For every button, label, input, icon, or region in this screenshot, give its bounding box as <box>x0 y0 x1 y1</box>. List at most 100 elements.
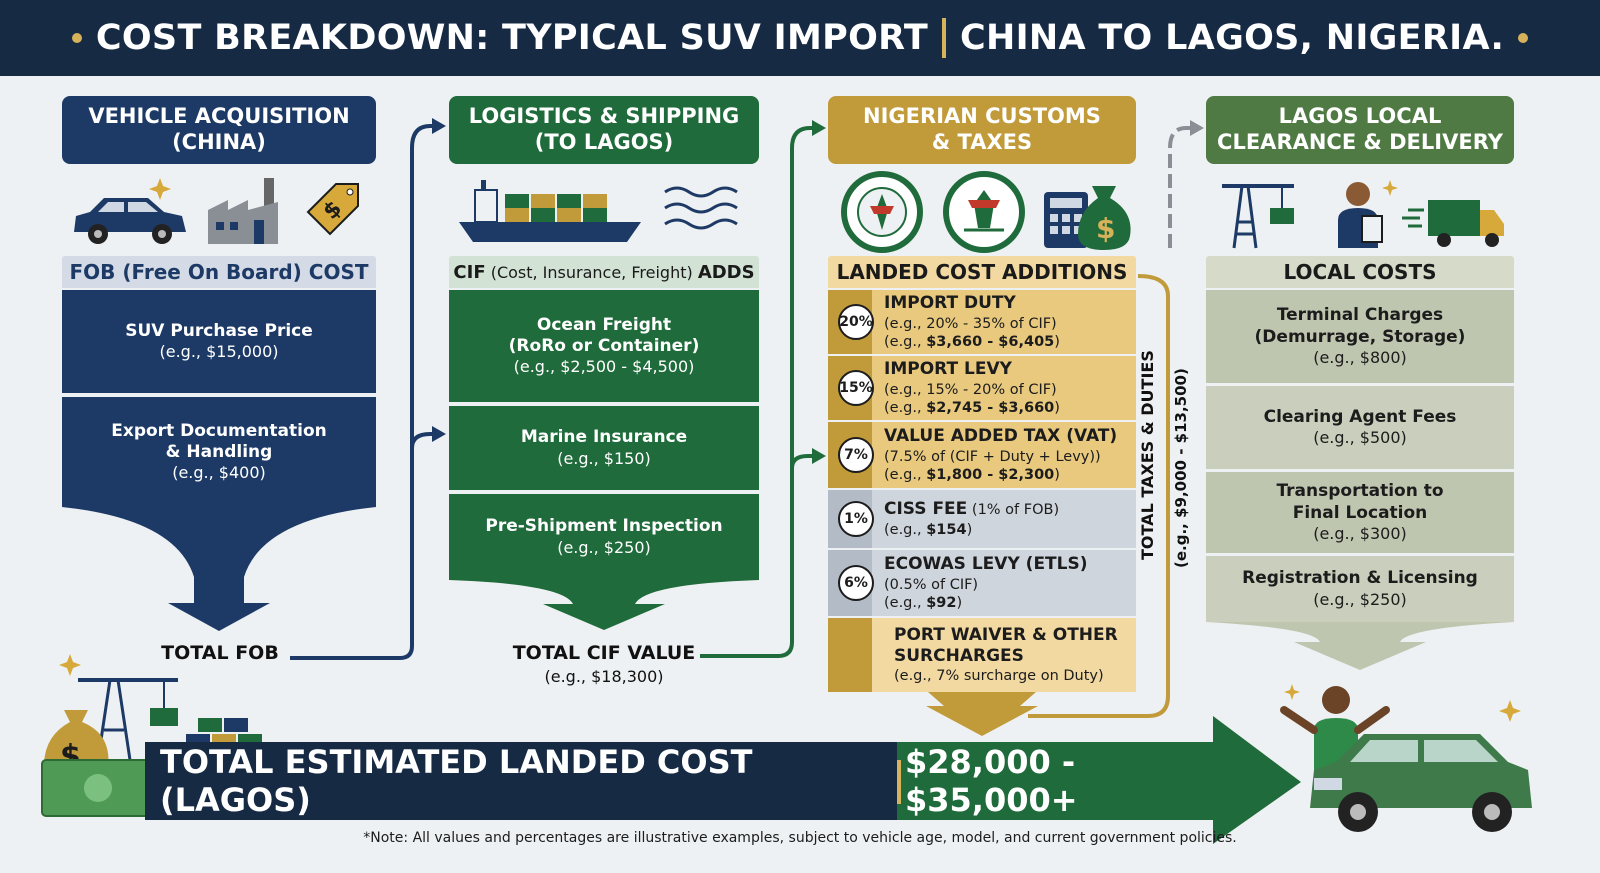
cargo-ship-icon <box>459 180 641 242</box>
acquisition-item-suv-price: SUV Purchase Price (e.g., $15,000) <box>62 290 376 393</box>
tax-row-title: SURCHARGES <box>894 645 1024 666</box>
logistics-icons <box>459 180 738 242</box>
logistics-item-value: (e.g., $150) <box>557 448 651 468</box>
coat-of-arms-icon <box>943 171 1025 253</box>
tax-row-import-duty: 20% IMPORT DUTY (e.g., 20% - 35% of CIF)… <box>828 290 1136 354</box>
total-cif-label: TOTAL CIF VALUE (e.g., $18,300) <box>498 642 710 688</box>
acquisition-item-value: (e.g., $400) <box>172 463 266 483</box>
tax-row-example: (e.g., $2,745 - $3,660) <box>884 399 1060 417</box>
waves-icon <box>664 186 738 230</box>
tax-row-text: ECOWAS LEVY (ETLS) (0.5% of CIF) (e.g., … <box>884 554 1088 612</box>
tax-row-example-pre: (e.g., <box>884 333 927 350</box>
local-item-terminal-charges: Terminal Charges (Demurrage, Storage) (e… <box>1206 290 1514 383</box>
green-suv-icon <box>1310 734 1532 832</box>
logistics-item-value: (e.g., $250) <box>557 537 651 557</box>
logistics-subheader-cif: CIF <box>453 261 486 283</box>
acquisition-item-label: SUV Purchase Price <box>125 320 313 341</box>
money-bag-icon: $ <box>1078 186 1131 250</box>
logistics-funnel-arrow <box>449 580 759 630</box>
local-subheader: LOCAL COSTS <box>1206 256 1514 288</box>
local-item-label: Registration & Licensing <box>1242 568 1478 589</box>
title-dot-right <box>1518 33 1529 43</box>
sparkle-icon <box>149 178 171 200</box>
local-funnel-arrow <box>1206 622 1514 670</box>
tax-row-detail: (0.5% of CIF) <box>884 576 979 593</box>
svg-text:$: $ <box>1096 212 1115 245</box>
tax-row-detail: (7.5% of (CIF + Duty + Levy)) <box>884 448 1101 465</box>
local-item-label: Final Location <box>1292 502 1428 523</box>
tax-row-text: CISS FEE (1% of FOB) (e.g., $154) <box>884 499 1059 538</box>
logistics-subheader: CIF (Cost, Insurance, Freight) ADDS <box>449 256 759 288</box>
acquisition-item-value: (e.g., $15,000) <box>159 342 279 362</box>
acquisition-item-export-docs: Export Documentation & Handling (e.g., $… <box>62 397 376 507</box>
tax-row-example-pre: (e.g., <box>884 521 927 538</box>
percent-badge: 1% <box>838 501 874 537</box>
tax-row-detail: (e.g., 7% surcharge on Duty) <box>894 668 1104 685</box>
tax-row-title: IMPORT DUTY <box>884 293 1016 314</box>
tax-row-example: (e.g., $1,800 - $2,300) <box>884 466 1117 484</box>
acquisition-header-line1: VEHICLE ACQUISITION <box>88 104 350 129</box>
tax-row-example-value: $2,745 - $3,660 <box>926 399 1055 416</box>
tax-row-detail: (e.g., 20% - 35% of CIF) <box>884 315 1057 332</box>
logistics-subheader-adds: ADDS <box>697 261 755 283</box>
tax-row-example-pre: (e.g., <box>884 399 927 416</box>
bottom-right-decor <box>1280 684 1532 832</box>
customs-header: NIGERIAN CUSTOMS & TAXES <box>828 96 1136 164</box>
local-item-value: (e.g., $250) <box>1313 589 1407 609</box>
tax-row-bg <box>828 290 1136 354</box>
sparkle-icon <box>1284 684 1521 722</box>
port-crane-icon <box>1222 184 1294 249</box>
tax-row-example-pre: (e.g., <box>884 466 927 483</box>
total-cif-text: TOTAL CIF VALUE <box>512 642 696 664</box>
tax-row-example-value: $1,800 - $2,300 <box>926 466 1055 483</box>
logistics-item-marine-insurance: Marine Insurance (e.g., $150) <box>449 406 759 490</box>
title-dot-left <box>71 33 82 43</box>
grand-total-label: TOTAL ESTIMATED LANDED COST (LAGOS) <box>160 743 753 819</box>
tax-row-example-value: $3,660 - $6,405 <box>926 333 1055 350</box>
logistics-item-ocean-freight: Ocean Freight (RoRo or Container) (e.g.,… <box>449 290 759 402</box>
taxes-bracket <box>1028 274 1170 718</box>
tax-row-bg <box>828 356 1136 420</box>
port-crane-icon <box>78 678 178 761</box>
tax-row-vat: 7% VALUE ADDED TAX (VAT) (7.5% of (CIF +… <box>828 422 1136 488</box>
logistics-item-label: Pre-Shipment Inspection <box>485 516 723 537</box>
local-row-bg <box>1206 290 1514 383</box>
tax-row-bg <box>828 422 1136 488</box>
title-bar: COST BREAKDOWN: TYPICAL SUV IMPORT CHINA… <box>0 0 1600 76</box>
total-taxes-label: TOTAL TAXES & DUTIES <box>1138 350 1157 560</box>
local-item-clearing-agent: Clearing Agent Fees (e.g., $500) <box>1206 386 1514 469</box>
tax-row-ecowas-levy: 6% ECOWAS LEVY (ETLS) (0.5% of CIF) (e.g… <box>828 550 1136 616</box>
tax-row-text: IMPORT DUTY (e.g., 20% - 35% of CIF) (e.… <box>884 293 1060 351</box>
acquisition-funnel-arrow <box>62 507 376 631</box>
logistics-item-label: Ocean Freight <box>536 314 672 335</box>
title-separator <box>942 18 946 58</box>
tax-row-text: IMPORT LEVY (e.g., 15% - 20% of CIF) (e.… <box>884 359 1060 417</box>
tax-row-example-post: ) <box>1054 333 1060 350</box>
price-tag-icon: $ <box>306 183 359 236</box>
connector-customs-to-local <box>1168 120 1204 248</box>
connector-cif-to-customs <box>700 120 826 658</box>
percent-badge: 7% <box>838 437 874 473</box>
tax-row-import-levy: 15% IMPORT LEVY (e.g., 15% - 20% of CIF)… <box>828 356 1136 420</box>
logistics-header: LOGISTICS & SHIPPING (TO LAGOS) <box>449 96 759 164</box>
local-item-label: Clearing Agent Fees <box>1263 406 1457 427</box>
local-header: LAGOS LOCAL CLEARANCE & DELIVERY <box>1206 96 1514 164</box>
total-fob-label: TOTAL FOB <box>161 642 279 664</box>
logistics-item-inspection: Pre-Shipment Inspection (e.g., $250) <box>449 494 759 580</box>
suv-icon <box>74 198 186 244</box>
acquisition-header-line2: (CHINA) <box>172 130 266 154</box>
local-item-label: Transportation to <box>1276 481 1444 502</box>
connector-fob-to-cif <box>290 118 446 660</box>
tax-row-title: ECOWAS LEVY (ETLS) <box>884 554 1088 575</box>
tax-row-example-pre: (e.g., <box>884 594 927 611</box>
tax-row-example-value: $154 <box>926 521 967 538</box>
local-item-label: (Demurrage, Storage) <box>1254 326 1466 347</box>
sparkle-icon <box>59 654 81 676</box>
percent-badge: 20% <box>838 304 874 340</box>
customs-icons: $ <box>841 171 1131 253</box>
tax-row-title: IMPORT LEVY <box>884 359 1012 380</box>
acquisition-icons: $ <box>74 178 359 244</box>
tax-row-detail: (e.g., 15% - 20% of CIF) <box>884 381 1057 398</box>
tax-row-text: VALUE ADDED TAX (VAT) (7.5% of (CIF + Du… <box>884 426 1117 484</box>
tax-row-ciss-fee: 1% CISS FEE (1% of FOB) (e.g., $154) <box>828 490 1136 548</box>
